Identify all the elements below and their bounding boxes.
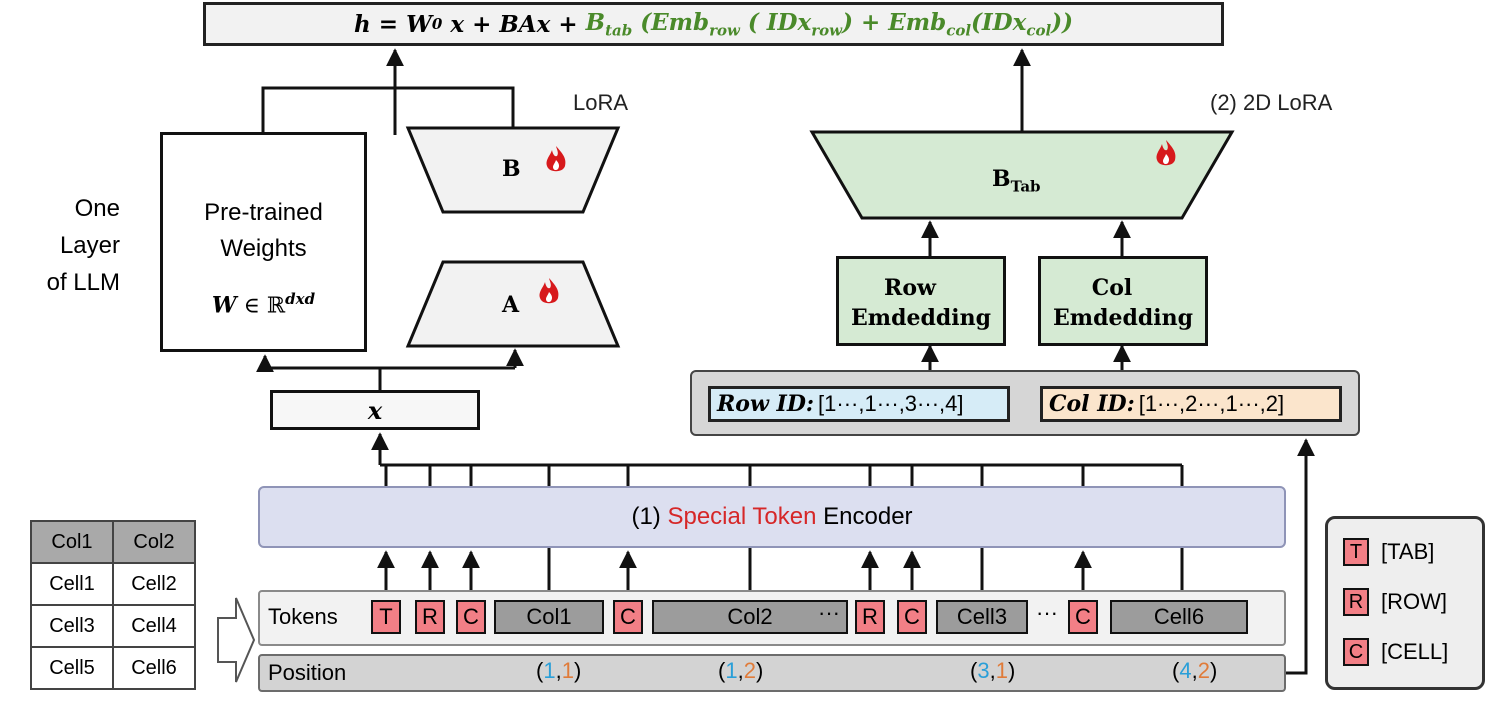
table-row: Cell5 Cell6 [30, 646, 196, 690]
legend-key: T [1343, 538, 1369, 566]
table-cell: Cell5 [30, 646, 114, 690]
table-cell: Cell4 [112, 604, 196, 648]
position-label: Position [268, 660, 347, 685]
lora2d-panel-title: (2) 2D LoRA [1210, 90, 1333, 115]
formula-w: W [406, 10, 432, 38]
weight-dimension: W ∈ ℝdxd [211, 290, 316, 319]
lora-b-label: B [502, 156, 521, 182]
legend-label: [TAB] [1381, 539, 1435, 564]
legend-item: R [ROW] [1343, 588, 1447, 616]
formula-h: h [354, 10, 371, 38]
legend-label: [CELL] [1381, 639, 1449, 664]
formula-equals: = [370, 10, 407, 38]
token-word: Cell6 [1110, 600, 1248, 634]
token-cell: C [456, 600, 486, 634]
token-word: Col1 [494, 600, 604, 634]
legend-key: C [1343, 638, 1369, 666]
position-pair: (3,1) [970, 658, 1016, 683]
formula-b: B [585, 8, 606, 36]
legend-key: R [1343, 588, 1369, 616]
position-pair: (1,1) [536, 658, 582, 683]
example-table: Col1 Col2 Cell1 Cell2 Cell3 Cell4 Cell5 … [30, 520, 196, 690]
btab-trapezoid [809, 130, 1235, 220]
row-id-key: Row ID: [717, 391, 815, 417]
token-cell: C [613, 600, 643, 634]
lora-merge-wire [261, 86, 515, 132]
pretrained-label: Pre-trained [204, 199, 323, 226]
table-to-tokens-arrow [217, 597, 256, 683]
encoder-output-wires [384, 465, 1085, 486]
table-cell: Cell2 [112, 562, 196, 606]
lora-b-trapezoid [405, 126, 621, 214]
token-row: R [855, 600, 885, 634]
formula-emb-col: ) + Emb [842, 8, 947, 36]
table-header-cell: Col1 [30, 520, 114, 564]
row-id-box: Row ID: [1···,1···,3···,4] [708, 386, 1010, 422]
formula-idx-col: (IDx [971, 8, 1027, 36]
token-ellipsis: ··· [818, 600, 840, 625]
formula-idx-row: ( IDx [739, 8, 812, 36]
table-header-row: Col1 Col2 [30, 520, 196, 564]
legend-item: T [TAB] [1343, 538, 1434, 566]
token-word: Col2 [652, 600, 848, 634]
token-cell: C [1068, 600, 1098, 634]
lora-a-label: A [502, 292, 520, 318]
formula-emb-row: (Emb [632, 8, 710, 36]
lora-a-trapezoid [405, 260, 621, 348]
legend-label: [ROW] [1381, 589, 1447, 614]
row-id-values: [1···,1···,3···,4] [818, 391, 964, 416]
row-embedding-box: Row Emdedding [836, 256, 1006, 346]
token-row: R [415, 600, 445, 634]
token-ellipsis: ··· [1036, 600, 1058, 625]
table-row: Cell1 Cell2 [30, 562, 196, 606]
formula-w-sub: 0 [431, 15, 443, 33]
formula-lora-part: x + BAx + [442, 10, 586, 38]
input-x-box: x [270, 390, 480, 430]
table-cell: Cell6 [112, 646, 196, 690]
btab-label: BTab [992, 166, 1041, 196]
table-row: Cell3 Cell4 [30, 604, 196, 648]
encoder-highlight: Special Token [667, 503, 817, 530]
col-id-key: Col ID: [1049, 391, 1135, 417]
position-pair: (1,2) [718, 658, 764, 683]
table-header-cell: Col2 [112, 520, 196, 564]
position-bar [258, 654, 1286, 692]
lora-panel-title: LoRA [573, 90, 629, 115]
formula-b-sub: tab [605, 21, 633, 40]
token-tab: T [371, 600, 401, 634]
formula-col-sub: col [946, 21, 972, 40]
legend-item: C [CELL] [1343, 638, 1448, 666]
col-id-values: [1···,2···,1···,2] [1138, 391, 1285, 416]
special-token-encoder: (1) Special Token Encoder [258, 486, 1286, 548]
formula-row-sub: row [709, 21, 740, 40]
weights-label: Weights [220, 235, 307, 262]
table-cell: Cell3 [30, 604, 114, 648]
pretrained-weights-box: Pre-trained Weights W ∈ ℝdxd [160, 132, 367, 352]
one-layer-label: One Layer of LLM [46, 195, 120, 296]
formula-col-sub2: col [1026, 21, 1052, 40]
formula-row-sub2: row [811, 21, 843, 40]
token-word: Cell3 [936, 600, 1028, 634]
formula-2d-part: Btab (Embrow ( IDxrow) + Embcol(IDxcol)) [586, 9, 1073, 40]
formula-close: )) [1051, 8, 1073, 36]
position-pair: (4,2) [1172, 658, 1218, 683]
tokens-label: Tokens [268, 604, 338, 629]
col-id-box: Col ID: [1···,2···,1···,2] [1040, 386, 1342, 422]
token-cell: C [897, 600, 927, 634]
col-embedding-box: Col Emdedding [1038, 256, 1208, 346]
position-to-2dlora-arrow [1286, 438, 1315, 675]
table-cell: Cell1 [30, 562, 114, 606]
